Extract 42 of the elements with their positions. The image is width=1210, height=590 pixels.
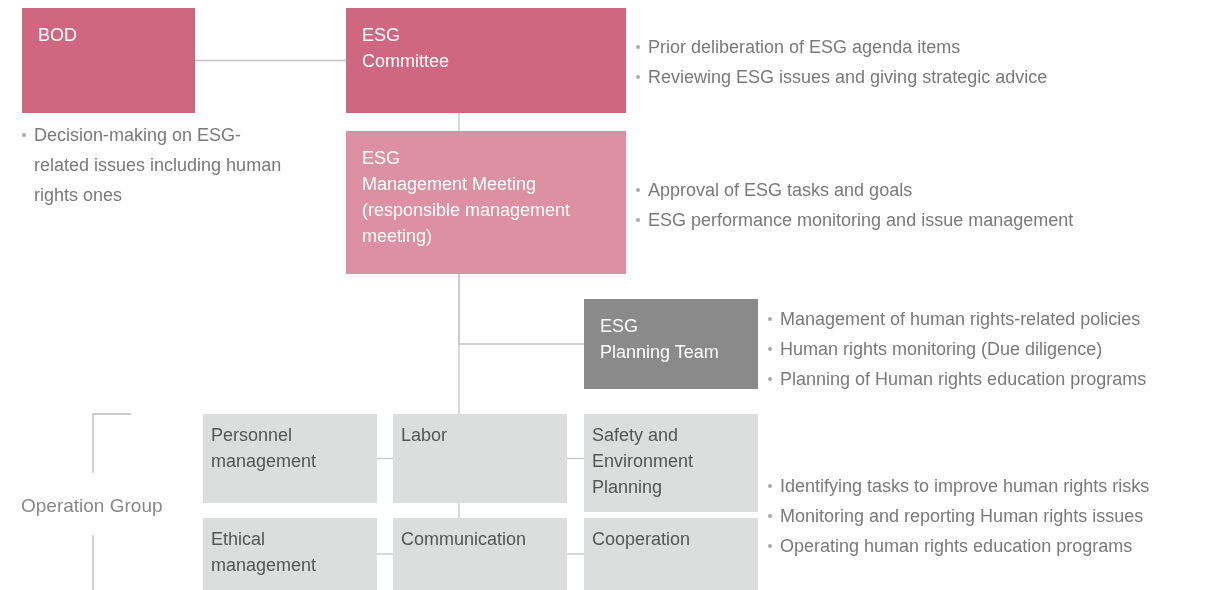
connector-line bbox=[458, 112, 460, 132]
box-label: Labor bbox=[401, 424, 449, 447]
org-box bbox=[203, 414, 377, 503]
box-label: Planning Team bbox=[600, 341, 720, 364]
bullet-text: Monitoring and reporting Human rights issues bbox=[780, 505, 1144, 528]
connector-line bbox=[194, 59, 347, 62]
box-label: Personnel management bbox=[211, 424, 318, 473]
box-label: Cooperation bbox=[592, 528, 692, 551]
box-label: Ethical management bbox=[211, 528, 318, 577]
org-box bbox=[22, 8, 195, 113]
org-box bbox=[584, 299, 758, 389]
org-box bbox=[346, 131, 626, 274]
connector-line bbox=[376, 553, 394, 555]
box-label: Safety and Environment Planning bbox=[592, 424, 695, 499]
bullet-text: Management of human rights-related policies bbox=[780, 308, 1141, 331]
connector-line bbox=[566, 553, 585, 555]
box-label: (responsible management meeting) bbox=[362, 199, 572, 248]
bullet-text: ESG performance monitoring and issue management bbox=[648, 209, 1074, 232]
box-label: BOD bbox=[38, 24, 78, 47]
connector-line bbox=[458, 502, 460, 519]
org-box bbox=[346, 8, 626, 113]
box-label: ESG bbox=[362, 147, 401, 170]
org-box bbox=[584, 414, 758, 512]
bullet-text: Planning of Human rights education programs bbox=[780, 368, 1147, 391]
bullet-text: Operating human rights education programs bbox=[780, 535, 1133, 558]
box-label: Management Meeting bbox=[362, 173, 538, 196]
org-box bbox=[393, 414, 567, 503]
bullet-text: Approval of ESG tasks and goals bbox=[648, 179, 913, 202]
bullet-text: Reviewing ESG issues and giving strategic advice bbox=[648, 66, 1048, 89]
box-label: Communication bbox=[401, 528, 528, 551]
group-label: Operation Group bbox=[21, 494, 163, 518]
bullet-text: Identifying tasks to improve human rights risks bbox=[780, 475, 1150, 498]
bullet-text: Prior deliberation of ESG agenda items bbox=[648, 36, 961, 59]
connector-line bbox=[458, 273, 585, 345]
box-label: ESG bbox=[362, 24, 401, 47]
box-label: ESG bbox=[600, 315, 639, 338]
bullet-text: Human rights monitoring (Due diligence) bbox=[780, 338, 1103, 361]
org-box bbox=[393, 518, 567, 590]
org-box bbox=[203, 518, 377, 590]
bullet-text: Decision-making on ESG-related issues including human rights ones bbox=[34, 124, 283, 207]
org-box bbox=[584, 518, 758, 590]
box-label: Committee bbox=[362, 50, 451, 73]
